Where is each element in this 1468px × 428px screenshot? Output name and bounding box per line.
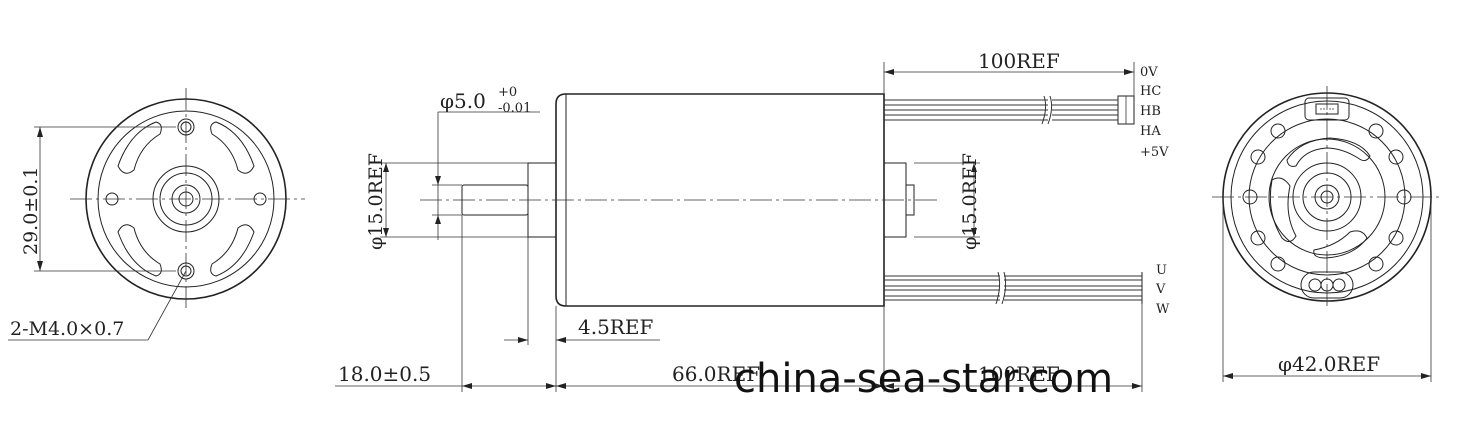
shaft-dia-label: φ5.0: [440, 89, 486, 113]
body-length-label: 66.0REF: [672, 362, 760, 386]
wire-label-5v: +5V: [1140, 145, 1169, 160]
shaft-tol-lower: -0.01: [498, 101, 531, 116]
side-view: 0V HC HB HA +5V U V W 100REF φ5.0 +0 -0.…: [335, 49, 1170, 392]
wire-length-bottom-label: 100REF: [978, 362, 1060, 386]
wire-label-w: W: [1156, 302, 1170, 317]
phase-wires: [884, 271, 1143, 305]
wire-label-ha: HA: [1140, 124, 1161, 139]
rear-holes: [1242, 123, 1412, 272]
wire-label-v: V: [1155, 282, 1166, 297]
mount-thread-label: 2-M4.0×0.7: [10, 318, 124, 340]
front-view: 29.0±0.1 2-M4.0×0.7: [8, 88, 305, 341]
boss-length-label: 4.5REF: [578, 315, 653, 339]
wire-label-u: U: [1156, 263, 1167, 278]
sensor-wires: [884, 95, 1135, 125]
shaft-tol-upper: +0: [498, 85, 517, 100]
watermark-text: china-sea-star.com: [734, 356, 1113, 402]
boss-dia-left-label: φ15.0REF: [365, 153, 387, 250]
boss-dia-right-label: φ15.0REF: [959, 153, 981, 250]
wire-length-top-label: 100REF: [978, 49, 1060, 73]
mount-spacing-label: 29.0±0.1: [20, 167, 42, 255]
body-dia-label: φ42.0REF: [1278, 352, 1380, 376]
wire-label-0v: 0V: [1140, 65, 1158, 80]
wire-label-hc: HC: [1140, 84, 1161, 99]
wire-label-hb: HB: [1140, 104, 1161, 119]
rear-view: φ42.0REF: [1212, 86, 1442, 382]
shaft-length-label: 18.0±0.5: [338, 362, 431, 386]
